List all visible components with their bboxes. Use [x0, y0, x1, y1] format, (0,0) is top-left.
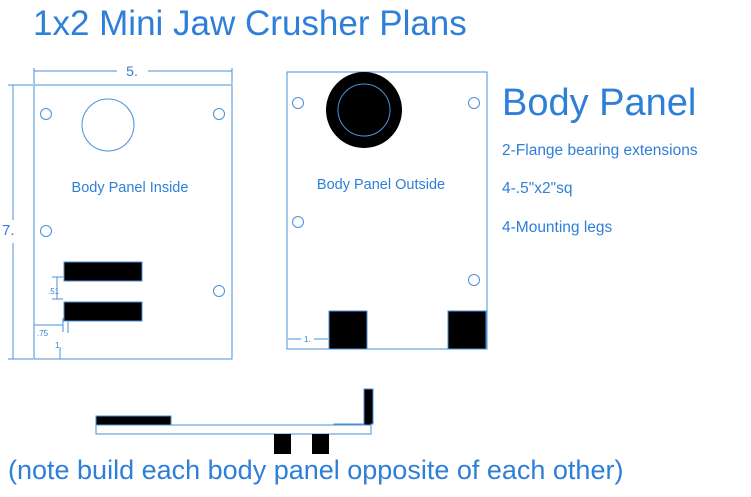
side-view	[95, 388, 374, 454]
mounting-hole	[40, 225, 52, 237]
bearing-hole	[81, 98, 135, 152]
mounting-hole	[213, 108, 225, 120]
gap-dim-label: .51	[48, 287, 60, 296]
mounting-hole	[292, 216, 304, 228]
side-view-leg-left	[274, 434, 291, 454]
mounting-leg-block-right	[447, 310, 487, 350]
mounting-hole	[292, 97, 304, 109]
mounting-hole	[468, 97, 480, 109]
square-stock-bar-lower	[63, 301, 143, 322]
spec-item-flange-bearing: 2-Flange bearing extensions	[502, 142, 698, 159]
mounting-leg-block-left	[328, 310, 368, 350]
outside-panel-label: Body Panel Outside	[317, 177, 445, 193]
section-heading: Body Panel	[502, 82, 697, 124]
build-note: (note build each body panel opposite of …	[8, 455, 624, 485]
inside-panel: 5. 7. Body Panel Inside .51 .75 1.	[2, 63, 233, 360]
side-view-leg-right	[312, 434, 329, 454]
mounting-hole	[468, 274, 480, 286]
outside-edge-dim-label: 1.	[304, 335, 311, 344]
mounting-hole	[213, 285, 225, 297]
mounting-hole	[40, 108, 52, 120]
diagram-title: 1x2 Mini Jaw Crusher Plans	[33, 4, 467, 43]
inside-panel-label: Body Panel Inside	[72, 180, 189, 196]
flange-bearing	[326, 72, 402, 148]
offset-dim-label: .75	[37, 329, 49, 338]
side-view-panel	[95, 424, 372, 435]
height-dim-label: 7.	[2, 222, 15, 239]
spec-item-mounting-legs: 4-Mounting legs	[502, 219, 613, 236]
width-dim-label: 5.	[126, 63, 138, 79]
side-view-flange-block	[95, 415, 172, 426]
inside-panel-outline	[33, 84, 233, 360]
outside-panel-outline	[286, 71, 488, 350]
flange-bearing-bore	[337, 83, 391, 137]
side-view-angle-bracket	[333, 388, 374, 426]
outside-panel: Body Panel Outside 1.	[286, 71, 488, 350]
spec-item-square-stock: 4-.5"x2"sq	[502, 180, 573, 197]
edge-dim-label: 1.	[55, 341, 62, 350]
square-stock-bar-upper	[63, 261, 143, 282]
